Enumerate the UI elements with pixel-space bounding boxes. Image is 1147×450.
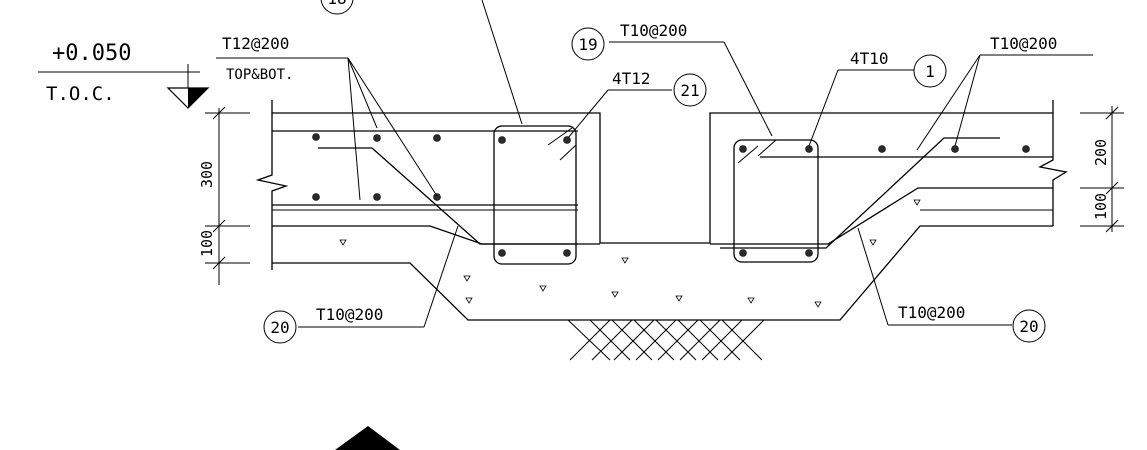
right-dimension: 200 100 bbox=[1080, 106, 1124, 233]
dimension-100-left: 100 bbox=[198, 230, 216, 257]
svg-text:18: 18 bbox=[327, 0, 346, 8]
callout-bottom-left: T10@200 bbox=[316, 305, 383, 324]
callout-top-right: T10@200 bbox=[990, 34, 1057, 53]
dimension-100-right: 100 bbox=[1092, 193, 1110, 220]
blinding-hatch bbox=[339, 199, 921, 308]
callout-texts: T12@200 TOP&BOT. T10@200 4T12 4T10 T10@2… bbox=[222, 21, 1057, 324]
marker-21: 21 bbox=[673, 73, 707, 107]
svg-text:1: 1 bbox=[925, 62, 935, 81]
dimension-200: 200 bbox=[1092, 139, 1110, 166]
level-mark: +0.050 T.O.C. bbox=[38, 41, 210, 109]
svg-text:19: 19 bbox=[578, 35, 597, 54]
callout-bar-1: 4T10 bbox=[850, 49, 889, 68]
marker-20-right: 20 bbox=[1012, 309, 1046, 343]
soil-hatch bbox=[567, 319, 765, 361]
svg-text:20: 20 bbox=[1019, 317, 1038, 336]
svg-text:21: 21 bbox=[680, 81, 699, 100]
marker-20-left: 20 bbox=[263, 310, 297, 344]
level-value: +0.050 bbox=[52, 41, 131, 66]
marker-19: 19 bbox=[571, 27, 605, 61]
callout-bar-21: 4T12 bbox=[612, 69, 651, 88]
level-label: T.O.C. bbox=[46, 83, 115, 105]
callout-t12-top-bot: T12@200 bbox=[222, 34, 289, 53]
reinforcement bbox=[272, 125, 1053, 265]
left-dimension: 300 100 bbox=[198, 106, 250, 285]
marker-1: 1 bbox=[913, 54, 947, 88]
callout-top-bot-note: TOP&BOT. bbox=[226, 67, 293, 83]
dimension-300: 300 bbox=[198, 161, 216, 188]
bar-markers: 18 19 21 1 20 20 bbox=[263, 0, 1046, 344]
section-mark-icon bbox=[335, 426, 400, 450]
callout-bottom-right: T10@200 bbox=[898, 303, 965, 322]
callout-bar-19: T10@200 bbox=[620, 21, 687, 40]
concrete-outline bbox=[255, 100, 1068, 321]
svg-text:20: 20 bbox=[270, 318, 289, 337]
marker-18: 18 bbox=[320, 0, 354, 15]
leader-lines bbox=[216, 0, 1093, 328]
